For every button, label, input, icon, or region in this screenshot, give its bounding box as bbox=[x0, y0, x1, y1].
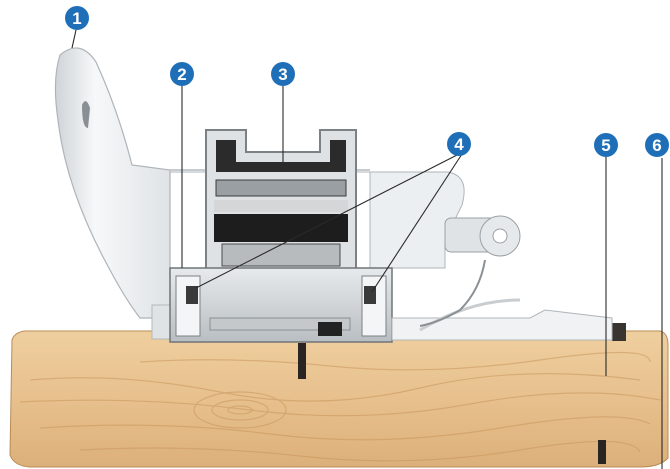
callout-4-number: 4 bbox=[454, 135, 464, 154]
callout-3-circle bbox=[271, 62, 295, 86]
plate-dark bbox=[214, 214, 348, 242]
plate-gap bbox=[214, 200, 348, 212]
key-chain bbox=[419, 259, 486, 327]
leader-1 bbox=[71, 29, 77, 49]
callout-1-circle bbox=[65, 6, 89, 30]
gasket-left bbox=[186, 286, 198, 304]
groove-right bbox=[598, 440, 606, 464]
channel-right-web bbox=[361, 275, 387, 337]
plate-upper bbox=[215, 179, 347, 197]
callout-6: 6 bbox=[645, 133, 669, 157]
callout-2-circle bbox=[170, 62, 194, 86]
callout-3-number: 3 bbox=[278, 65, 287, 84]
callout-6-circle bbox=[645, 133, 669, 157]
callout-2: 2 bbox=[170, 62, 194, 86]
handle-lever bbox=[54, 47, 175, 340]
wooden-base bbox=[9, 323, 669, 468]
screw-hole bbox=[82, 101, 90, 128]
callout-3: 3 bbox=[271, 62, 295, 86]
leader-4b bbox=[371, 153, 463, 293]
callout-4-circle bbox=[447, 132, 471, 156]
callout-5: 5 bbox=[594, 133, 618, 157]
aluminium-channel bbox=[169, 267, 393, 343]
frame-clip bbox=[612, 323, 626, 341]
callout-5-number: 5 bbox=[601, 136, 610, 155]
leader-4a bbox=[195, 153, 460, 289]
plate-lower bbox=[221, 243, 341, 267]
callout-5-circle bbox=[594, 133, 618, 157]
wood-grain bbox=[19, 351, 661, 462]
callout-1-number: 1 bbox=[72, 9, 81, 28]
channel-left-web bbox=[175, 275, 201, 337]
callout-4: 4 bbox=[447, 132, 471, 156]
leader-lines bbox=[71, 29, 663, 469]
channel-floor bbox=[209, 317, 351, 331]
base-plate bbox=[391, 298, 613, 341]
callout-6-number: 6 bbox=[652, 136, 661, 155]
key bbox=[419, 215, 521, 327]
callout-1: 1 bbox=[65, 6, 89, 30]
callout-2-number: 2 bbox=[177, 65, 186, 84]
groove-left bbox=[298, 343, 306, 379]
channel-insert bbox=[318, 322, 342, 336]
